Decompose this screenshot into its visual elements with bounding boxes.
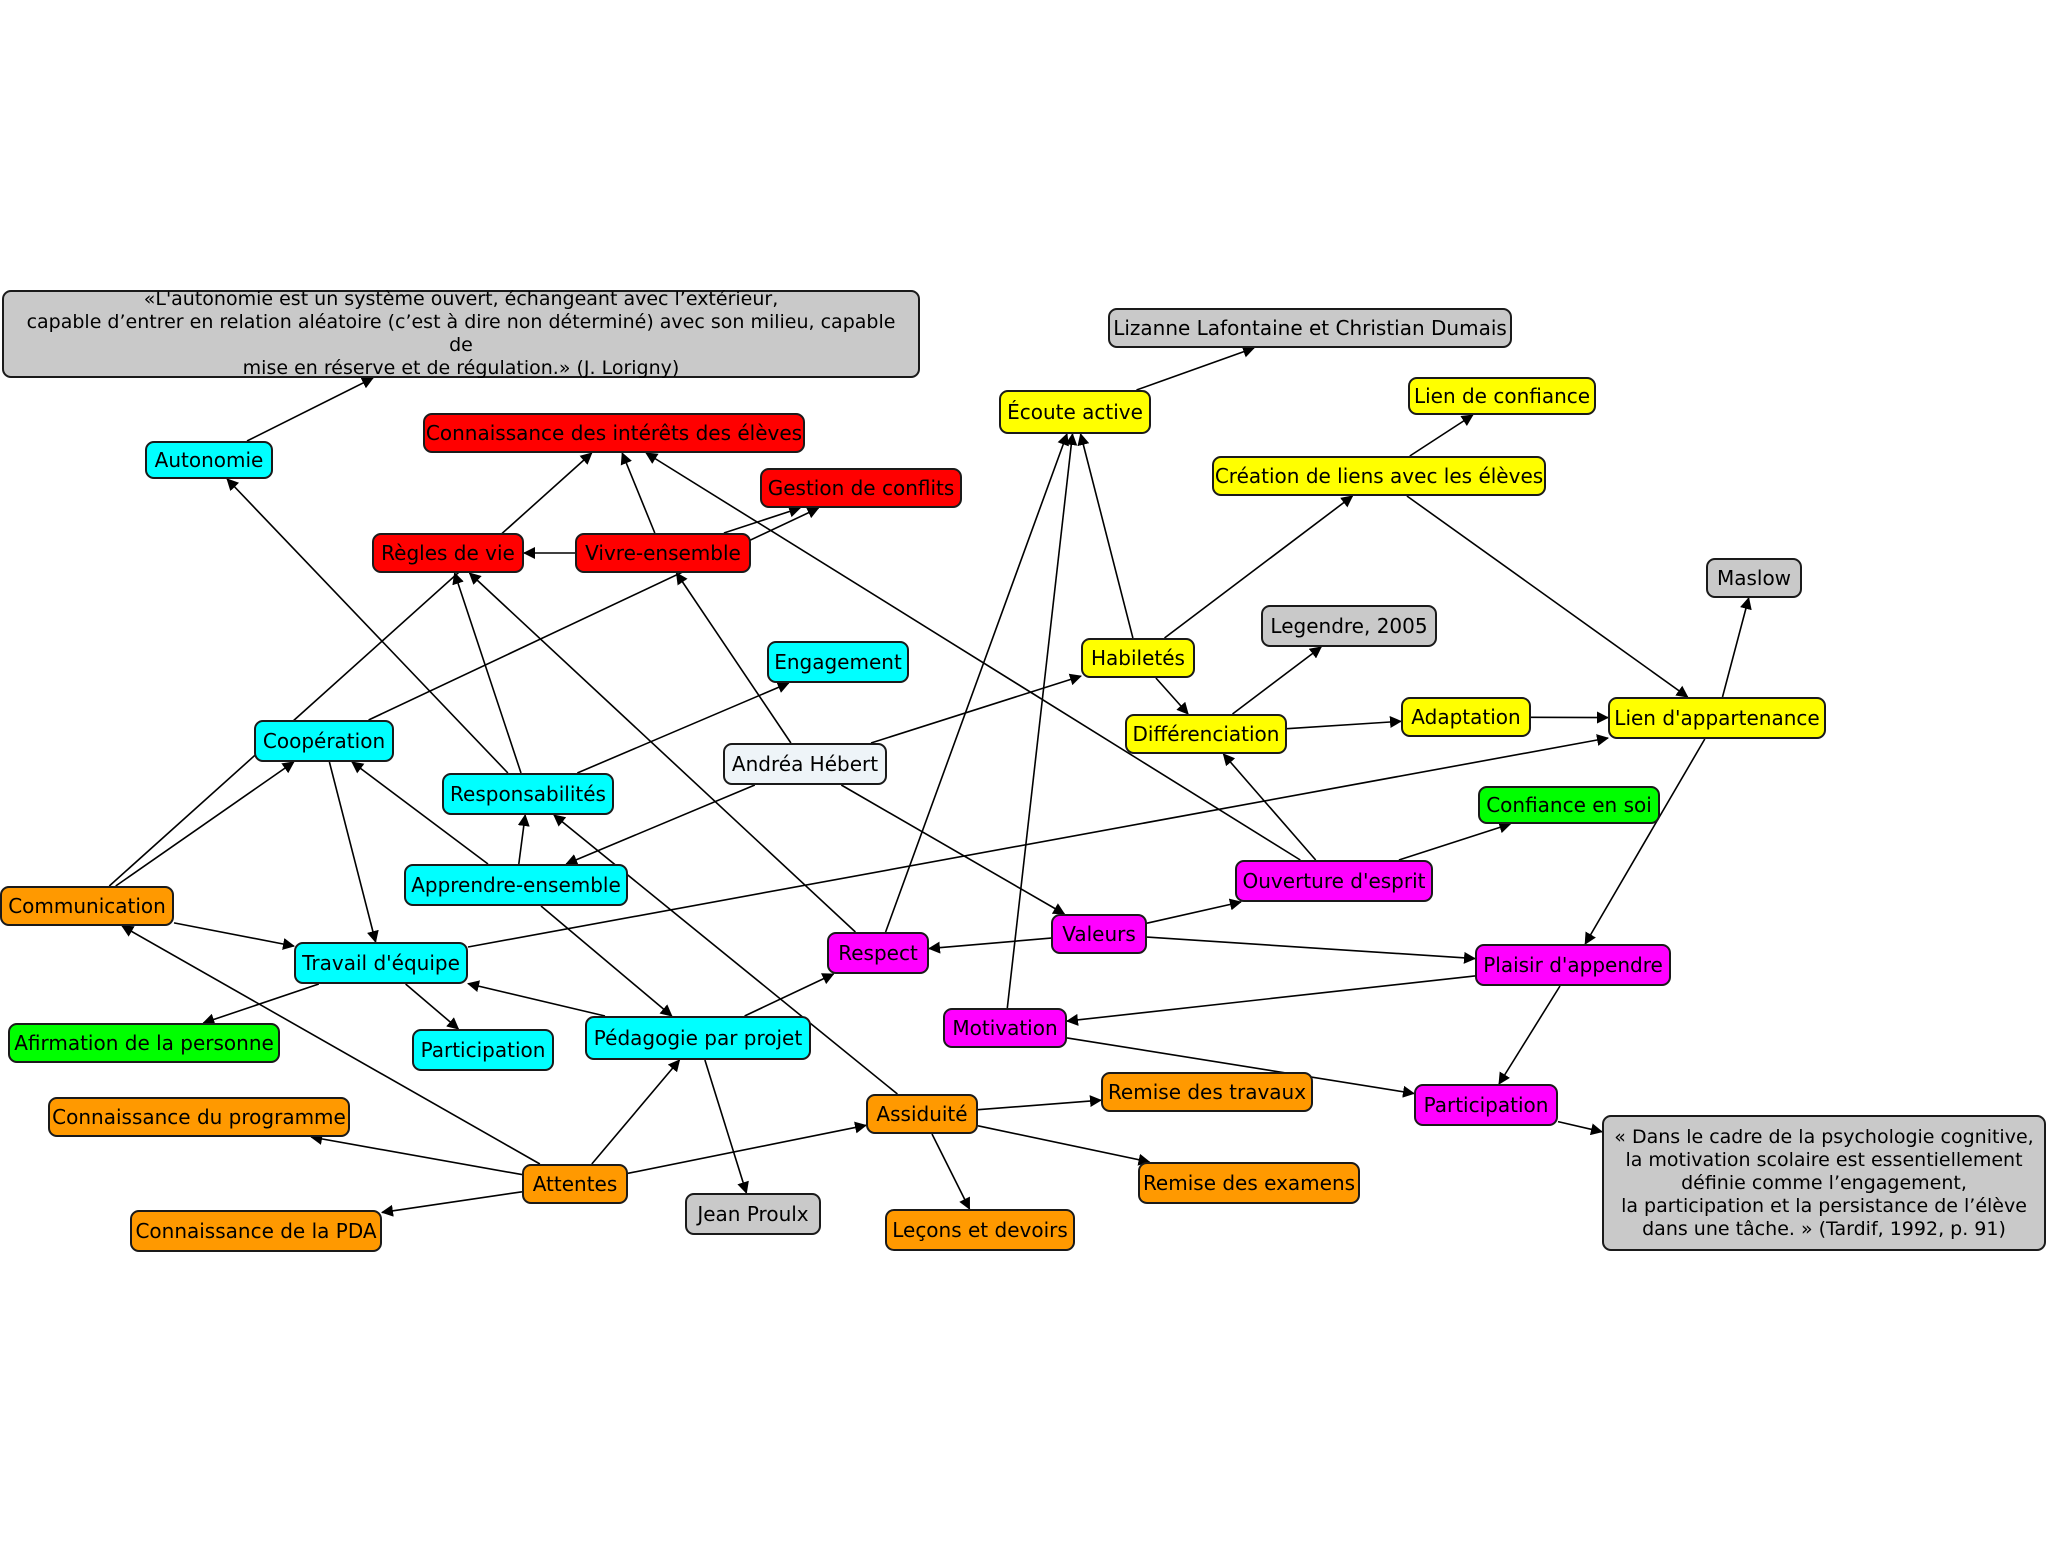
edge-communication-to-travail-equipe <box>173 922 295 950</box>
node-connaissance-pda[interactable]: Connaissance de la PDA <box>130 1210 382 1252</box>
edge-attentes-to-connaissance-programme <box>310 1133 523 1176</box>
node-connaissance-programme[interactable]: Connaissance du programme <box>48 1097 350 1137</box>
node-legendre[interactable]: Legendre, 2005 <box>1261 605 1437 647</box>
edge-vivre-ensemble-to-gestion-conflits <box>723 505 802 534</box>
node-jean-proulx[interactable]: Jean Proulx <box>685 1193 821 1235</box>
node-lien-confiance[interactable]: Lien de confiance <box>1408 377 1596 415</box>
node-lizanne[interactable]: Lizanne Lafontaine et Christian Dumais <box>1108 308 1512 348</box>
node-maslow[interactable]: Maslow <box>1706 558 1802 598</box>
edge-differenciation-to-legendre <box>1232 646 1322 715</box>
node-lecons[interactable]: Leçons et devoirs <box>885 1209 1075 1251</box>
edge-attentes-to-assiduite <box>627 1121 867 1175</box>
node-vivre-ensemble[interactable]: Vivre-ensemble <box>575 533 751 573</box>
edge-respect-to-ecoute <box>884 433 1069 933</box>
edge-pedagogie-to-travail-equipe <box>467 980 606 1017</box>
edge-valeurs-to-ouverture <box>1146 898 1242 924</box>
edge-assiduite-to-lecons <box>931 1133 971 1210</box>
node-participation-mag[interactable]: Participation <box>1414 1084 1558 1126</box>
node-valeurs[interactable]: Valeurs <box>1051 914 1147 954</box>
node-participation-cyan[interactable]: Participation <box>412 1029 554 1071</box>
edge-creation-liens-to-lien-confiance <box>1409 414 1474 457</box>
edge-participation-mag-to-quote-tardif <box>1557 1120 1603 1136</box>
edge-communication-to-cooperation <box>115 761 295 887</box>
node-quote-autonomie[interactable]: «L'autonomie est un système ouvert, écha… <box>2 288 920 379</box>
edge-andrea-to-habiletes <box>870 673 1082 744</box>
node-autonomie[interactable]: Autonomie <box>145 441 273 479</box>
node-gestion-conflits[interactable]: Gestion de conflits <box>760 468 962 508</box>
node-pedagogie[interactable]: Pédagogie par projet <box>585 1016 811 1060</box>
node-afirmation[interactable]: Afirmation de la personne <box>8 1023 280 1063</box>
edge-pedagogie-to-jean-proulx <box>704 1059 749 1194</box>
node-apprendre-ensemble[interactable]: Apprendre-ensemble <box>404 864 628 906</box>
node-attentes[interactable]: Attentes <box>522 1164 628 1204</box>
edge-andrea-to-valeurs <box>840 784 1066 915</box>
node-lien-appartenance[interactable]: Lien d'appartenance <box>1608 697 1826 739</box>
node-connaissance-interets[interactable]: Connaissance des intérêts des élèves <box>423 413 805 453</box>
node-andrea[interactable]: Andréa Hébert <box>723 743 887 785</box>
node-remise-examens[interactable]: Remise des examens <box>1138 1162 1360 1204</box>
node-regles-vie[interactable]: Règles de vie <box>372 533 524 573</box>
node-cooperation[interactable]: Coopération <box>254 720 394 762</box>
edge-travail-equipe-to-lien-appartenance <box>467 734 1609 948</box>
node-communication[interactable]: Communication <box>0 886 174 926</box>
edge-valeurs-to-respect <box>928 937 1052 954</box>
edge-habiletes-to-differenciation <box>1155 677 1189 715</box>
node-plaisir[interactable]: Plaisir d'appendre <box>1475 944 1671 986</box>
edge-pedagogie-to-respect <box>744 973 835 1017</box>
edge-apprendre-ensemble-to-responsabilites <box>517 814 530 865</box>
edge-creation-liens-to-lien-appartenance <box>1406 495 1689 698</box>
node-creation-liens[interactable]: Création de liens avec les élèves <box>1212 456 1546 496</box>
edge-autonomie-to-quote-autonomie <box>246 377 374 442</box>
node-confiance-soi[interactable]: Confiance en soi <box>1478 786 1660 824</box>
node-adaptation[interactable]: Adaptation <box>1401 697 1531 737</box>
edge-ecoute-to-lizanne <box>1136 346 1255 391</box>
node-assiduite[interactable]: Assiduité <box>866 1094 978 1134</box>
edge-travail-equipe-to-participation-cyan <box>405 983 460 1030</box>
node-habiletes[interactable]: Habiletés <box>1081 638 1195 678</box>
node-remise-travaux[interactable]: Remise des travaux <box>1101 1072 1313 1112</box>
edge-ouverture-to-connaissance-interets <box>645 452 1301 861</box>
node-differenciation[interactable]: Différenciation <box>1125 714 1287 754</box>
edge-attentes-to-pedagogie <box>591 1059 681 1165</box>
node-respect[interactable]: Respect <box>827 932 929 974</box>
edge-apprendre-ensemble-to-pedagogie <box>540 905 673 1017</box>
edge-attentes-to-connaissance-pda <box>381 1191 523 1217</box>
edge-responsabilites-to-regles-vie <box>452 572 522 774</box>
edge-differenciation-to-adaptation <box>1286 716 1402 730</box>
edge-cooperation-to-travail-equipe <box>328 761 379 943</box>
edge-assiduite-to-remise-examens <box>977 1125 1151 1166</box>
edge-vivre-ensemble-to-connaissance-interets <box>620 452 656 534</box>
node-ecoute[interactable]: Écoute active <box>999 390 1151 434</box>
node-motivation[interactable]: Motivation <box>943 1008 1067 1048</box>
edge-valeurs-to-plaisir <box>1146 936 1476 964</box>
edge-ouverture-to-confiance-soi <box>1398 821 1512 861</box>
node-engagement[interactable]: Engagement <box>767 641 909 683</box>
edge-plaisir-to-motivation <box>1066 975 1476 1026</box>
edge-communication-to-connaissance-interets <box>108 452 593 887</box>
edge-lien-appartenance-to-maslow <box>1721 597 1752 698</box>
edge-ouverture-to-differenciation <box>1222 753 1317 861</box>
edge-habiletes-to-ecoute <box>1077 433 1134 639</box>
node-ouverture[interactable]: Ouverture d'esprit <box>1235 860 1433 902</box>
node-quote-tardif[interactable]: « Dans le cadre de la psychologie cognit… <box>1602 1115 2046 1251</box>
edge-travail-equipe-to-afirmation <box>202 983 320 1026</box>
edge-lien-appartenance-to-plaisir <box>1584 738 1706 945</box>
node-responsabilites[interactable]: Responsabilités <box>442 773 614 815</box>
edge-plaisir-to-participation-mag <box>1498 985 1561 1085</box>
edge-assiduite-to-remise-travaux <box>977 1095 1102 1111</box>
node-travail-equipe[interactable]: Travail d'équipe <box>294 942 468 984</box>
